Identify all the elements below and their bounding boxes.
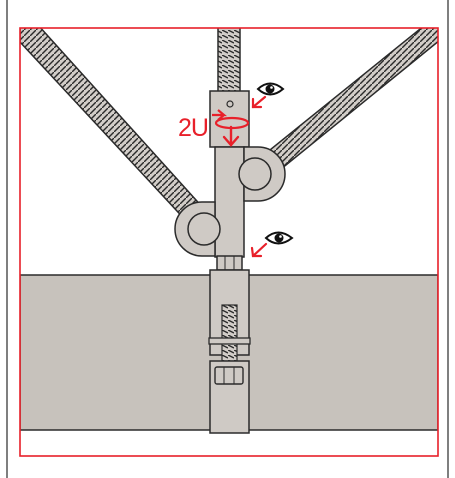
eye-icon	[264, 231, 294, 245]
arrow-down-icon	[222, 125, 240, 147]
left-swivel-eye	[174, 201, 221, 257]
eye-icon	[256, 82, 285, 96]
highlight-frame	[19, 27, 439, 457]
inspect-arrow-lower	[250, 242, 268, 258]
turn-count-label: 2U	[178, 114, 208, 142]
lower-nut	[216, 255, 243, 271]
left-diagonal-rod	[20, 28, 207, 227]
right-diagonal-rod	[253, 28, 438, 180]
top-threaded-rod	[217, 28, 241, 94]
anchor-nut	[214, 366, 244, 385]
inspect-arrow-upper	[251, 95, 267, 109]
anchor-washer	[208, 337, 251, 345]
central-body	[214, 146, 245, 258]
anchor-threaded-stud	[221, 304, 238, 362]
right-swivel-eye	[238, 146, 286, 202]
coupler-hole	[226, 100, 234, 108]
